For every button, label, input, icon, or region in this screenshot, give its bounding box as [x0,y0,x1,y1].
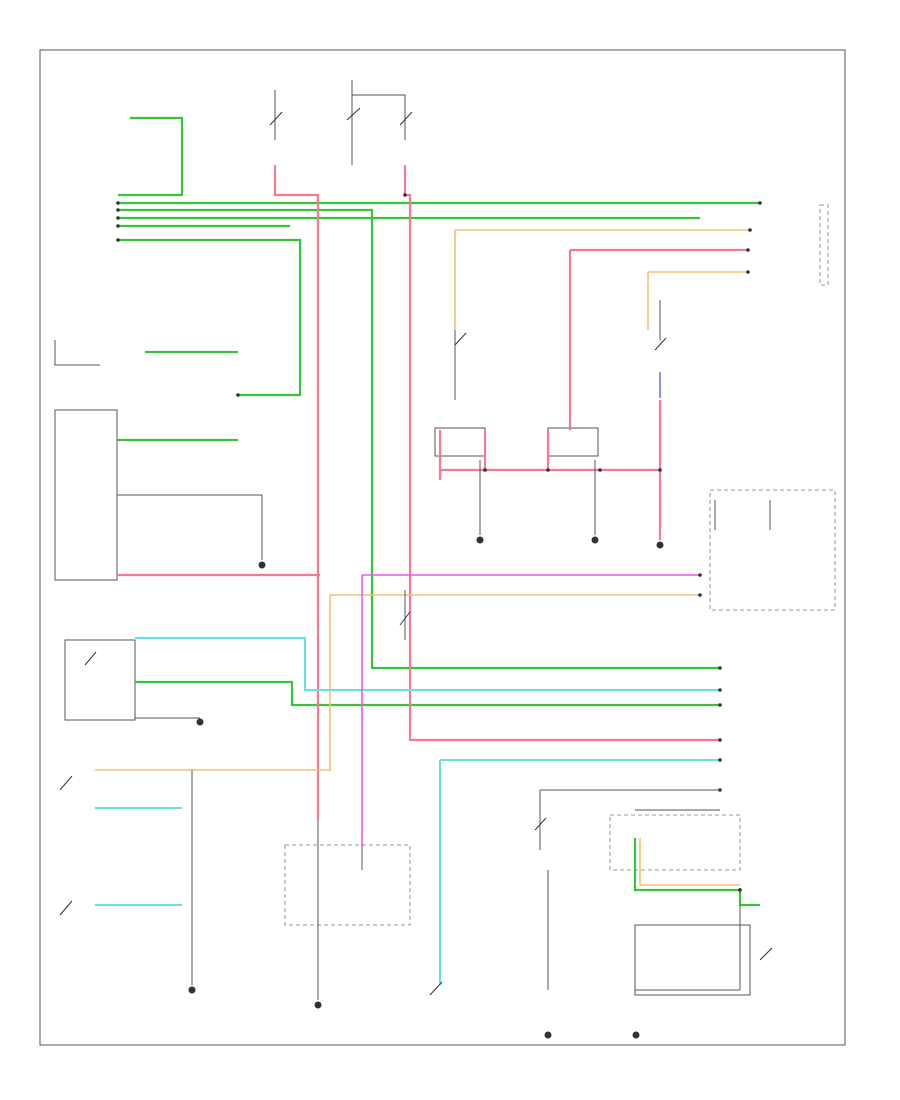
instrument-panel-cluster [709,489,836,611]
switch-icon [399,111,413,126]
magenta-wires [361,574,700,845]
diagram-frame [39,49,846,1046]
switch-icon [454,332,467,346]
hvac-control-module [609,814,741,871]
body-control-module [54,409,118,581]
black-wires [54,80,771,1000]
switch-icon [269,111,283,126]
switch-icon [429,981,443,996]
left-seat-belt-connector [434,427,486,457]
switch-icon [399,611,411,626]
passenger-seat-module [284,844,411,926]
switch-icon [84,651,97,666]
ground-icons [188,536,664,1039]
right-connector-block [819,204,829,286]
switch-icon [759,947,773,961]
switch-icon [59,775,73,791]
switch-icon [654,337,667,351]
switch-icon [534,817,547,831]
switch-icons [59,107,773,996]
headlamp-switch [64,639,136,721]
switch-icon [346,107,361,121]
cyan-wires [95,637,720,985]
right-seat-belt-connector [547,427,599,457]
switch-icon [59,900,73,916]
green-wires [117,116,760,907]
pink-wires [117,165,748,820]
connector-icons [116,193,762,892]
turn-signal-switch [634,924,751,996]
orange-wires [95,229,750,886]
